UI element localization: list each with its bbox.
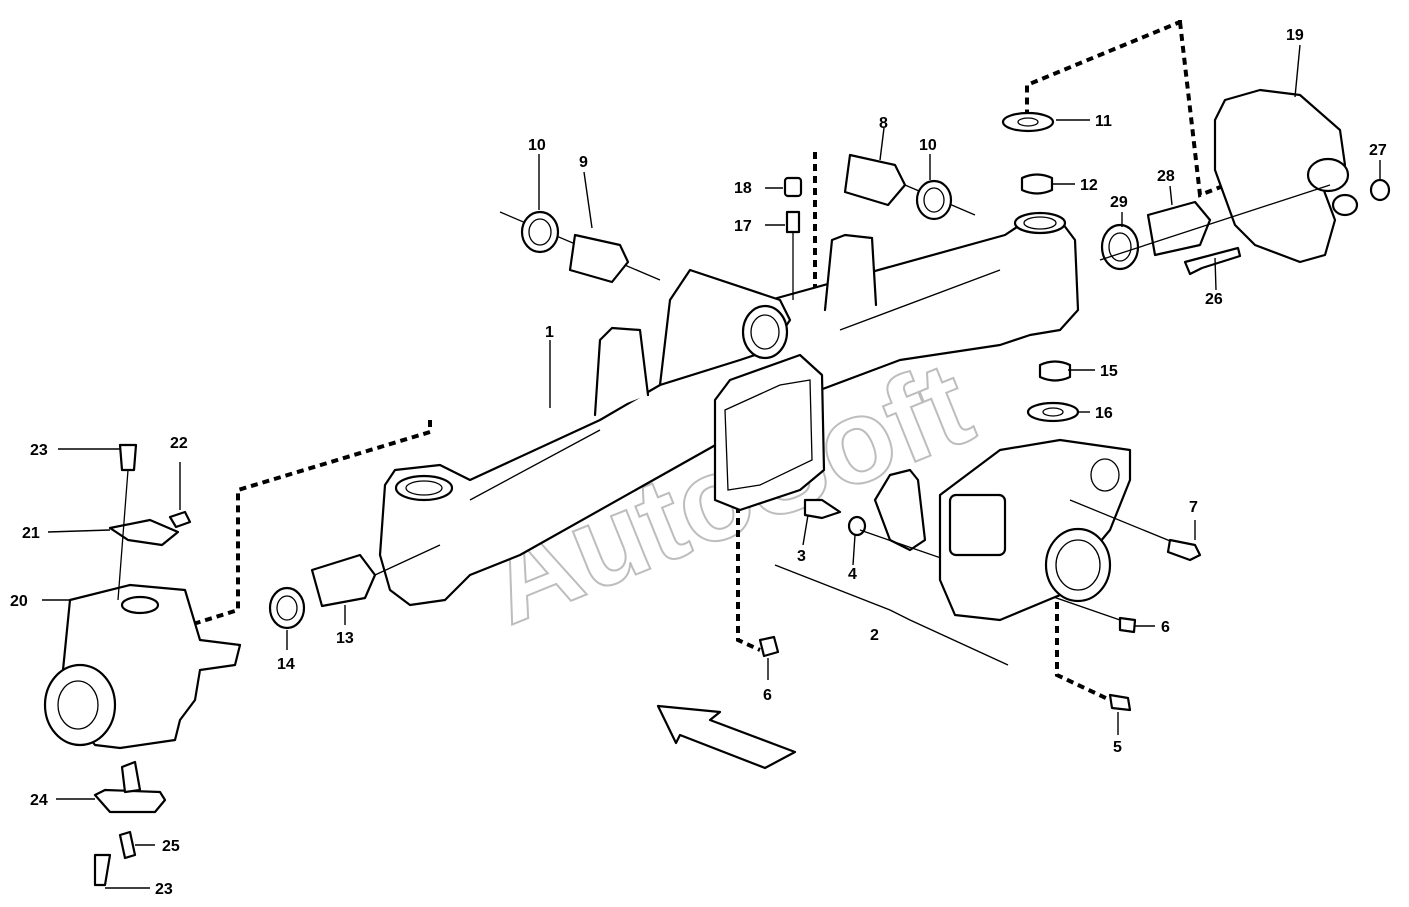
callout-28: 28 <box>1157 168 1175 185</box>
callout-9: 9 <box>579 154 588 171</box>
callout-24: 24 <box>30 792 48 809</box>
callout-25: 25 <box>162 838 180 855</box>
callout-8: 8 <box>879 115 888 132</box>
callout-20: 20 <box>10 593 28 610</box>
assembly-lines <box>189 20 1291 702</box>
callout-29: 29 <box>1110 194 1128 211</box>
callout-18: 18 <box>734 180 752 197</box>
callout-13: 13 <box>336 630 354 647</box>
direction-arrow <box>656 704 797 770</box>
callout-23-bottom: 23 <box>155 881 173 898</box>
callout-26: 26 <box>1205 291 1223 308</box>
callout-15: 15 <box>1100 363 1118 380</box>
callout-4: 4 <box>848 566 857 583</box>
axle-beam <box>378 211 1080 607</box>
callout-19: 19 <box>1286 27 1304 44</box>
callout-2: 2 <box>870 627 879 644</box>
callout-23-top: 23 <box>30 442 48 459</box>
callout-27: 27 <box>1369 142 1387 159</box>
callout-7: 7 <box>1189 499 1198 516</box>
grease-fittings <box>783 176 803 300</box>
plug-6-right <box>1118 616 1137 634</box>
callout-17: 17 <box>734 218 752 235</box>
callout-6-lower: 6 <box>763 687 772 704</box>
callout-5: 5 <box>1113 739 1122 756</box>
callout-16: 16 <box>1095 405 1113 422</box>
left-lower-bushing <box>268 544 441 630</box>
differential-housing <box>938 438 1202 622</box>
leader-lines <box>42 44 1381 889</box>
callout-1: 1 <box>545 324 554 341</box>
callout-22: 22 <box>170 435 188 452</box>
left-top-bushing <box>499 210 661 284</box>
callout-12: 12 <box>1080 177 1098 194</box>
right-top-bushing <box>843 153 976 221</box>
upper-right-bracket <box>1099 88 1391 276</box>
washer-stack <box>1001 111 1080 423</box>
callout-3: 3 <box>797 548 806 565</box>
callout-14: 14 <box>277 656 295 673</box>
plug-6-lower <box>758 635 780 658</box>
callout-labels: 1 2 3 4 5 6 6 7 8 9 10 10 11 12 13 14 15… <box>10 27 1387 898</box>
callout-11: 11 <box>1095 113 1112 130</box>
callout-10-left: 10 <box>528 137 546 154</box>
steering-knuckle <box>43 443 242 887</box>
callout-6-right: 6 <box>1161 619 1170 636</box>
callout-21: 21 <box>22 525 40 542</box>
plug-5 <box>1108 693 1132 712</box>
callout-10-right: 10 <box>919 137 937 154</box>
